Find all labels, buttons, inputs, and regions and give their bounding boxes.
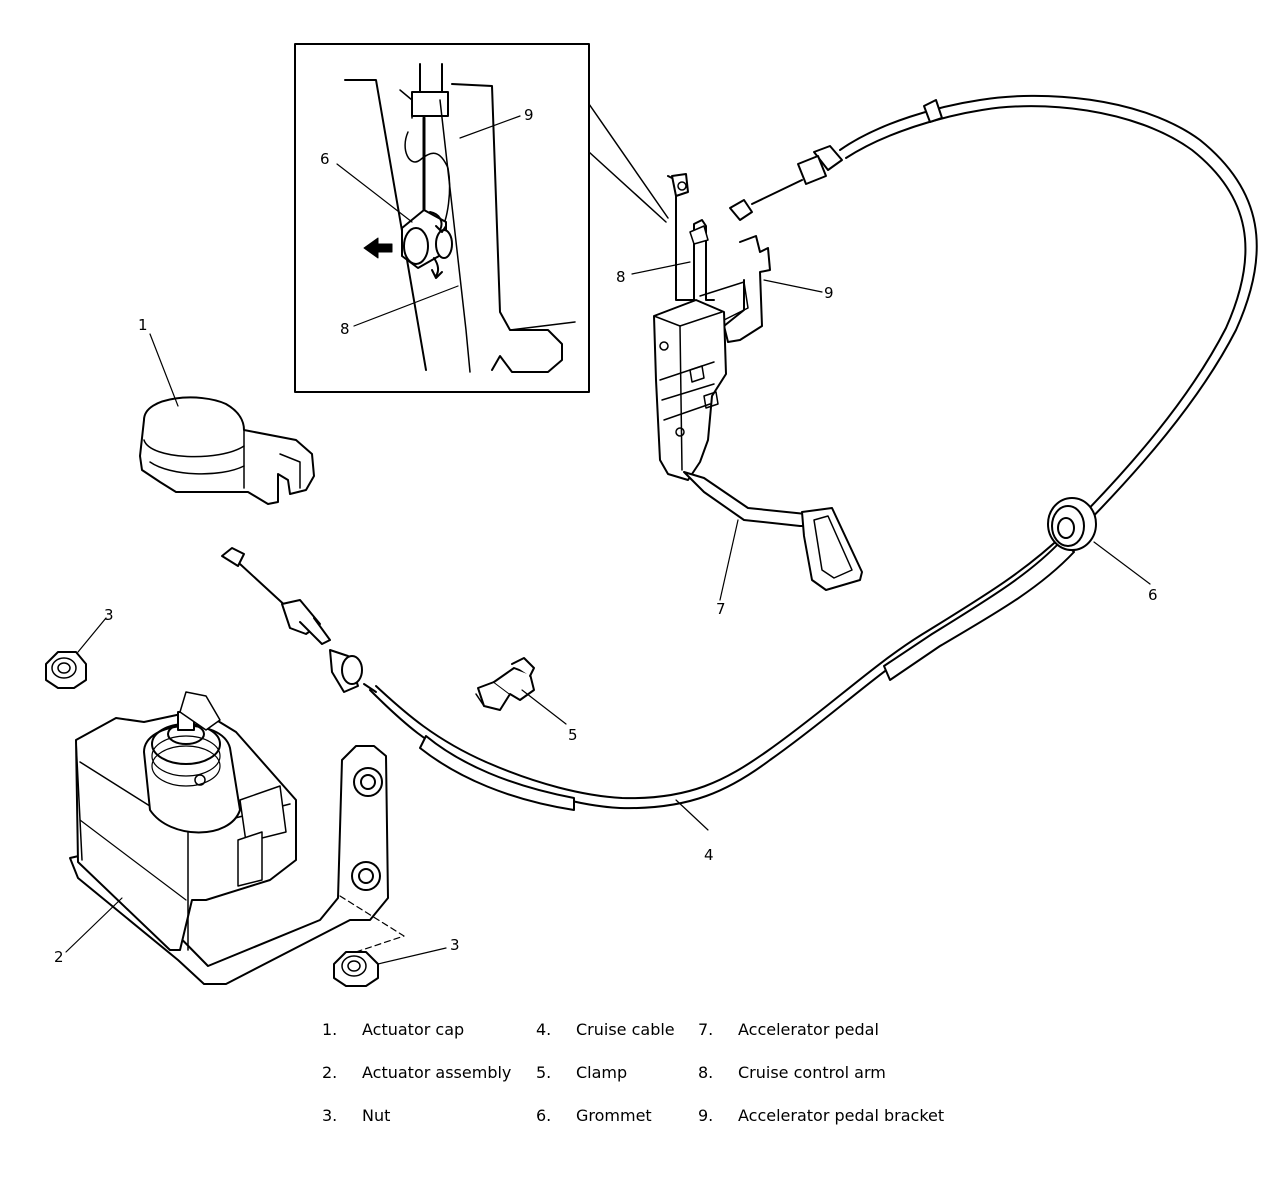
callout-3-right: 3: [450, 936, 460, 954]
legend-label: Accelerator pedal: [738, 1020, 879, 1039]
legend-label: Cruise control arm: [738, 1063, 886, 1082]
legend-number: 1.: [322, 1020, 338, 1039]
parts-legend: 1. Actuator cap 2. Actuator assembly 3. Nut…: [322, 1016, 962, 1146]
legend-item: 2. Actuator assembly: [322, 1063, 511, 1082]
legend-item: 9. Accelerator pedal bracket: [698, 1106, 944, 1125]
legend-item: 6. Grommet: [536, 1106, 652, 1125]
legend-label: Actuator assembly: [362, 1063, 512, 1082]
actuator-assembly: [65, 691, 405, 985]
callout-1: 1: [138, 316, 148, 334]
inset-detail-view: [294, 43, 669, 393]
callout-labels: 1 2 3 3 4 5 6 7 8 9 6 8 9: [54, 106, 1158, 966]
callout-9: 9: [824, 284, 834, 302]
exploded-parts-diagram: 1 2 3 3 4 5 6 7 8 9 6 8 9: [45, 43, 1258, 987]
callout-6: 6: [1148, 586, 1158, 604]
legend-number: 7.: [698, 1020, 714, 1039]
inset-callout-6: 6: [320, 150, 330, 168]
legend-item: 5. Clamp: [536, 1063, 627, 1082]
cruise-cable: [221, 94, 1258, 831]
legend-item: 7. Accelerator pedal: [698, 1020, 879, 1039]
nut-left: [45, 617, 107, 689]
legend-label: Nut: [362, 1106, 391, 1125]
callout-4: 4: [704, 846, 714, 864]
legend-item: 4. Cruise cable: [536, 1020, 675, 1039]
callout-7: 7: [716, 600, 726, 618]
legend-item: 1. Actuator cap: [322, 1020, 464, 1039]
legend-number: 4.: [536, 1020, 552, 1039]
legend-number: 5.: [536, 1063, 552, 1082]
actuator-cap: [139, 333, 315, 505]
accelerator-pedal-assembly: [631, 173, 863, 601]
inset-callout-9: 9: [524, 106, 534, 124]
legend-label: Cruise cable: [576, 1020, 675, 1039]
legend-number: 9.: [698, 1106, 714, 1125]
legend-number: 6.: [536, 1106, 552, 1125]
legend-item: 8. Cruise control arm: [698, 1063, 886, 1082]
callout-5: 5: [568, 726, 578, 744]
legend-label: Grommet: [576, 1106, 652, 1125]
legend-label: Actuator cap: [362, 1020, 465, 1039]
legend-label: Accelerator pedal bracket: [738, 1106, 945, 1125]
legend-item: 3. Nut: [322, 1106, 390, 1125]
grommet: [1047, 497, 1097, 551]
nut-right: [333, 947, 447, 987]
clamp: [475, 657, 567, 725]
callout-3-left: 3: [104, 606, 114, 624]
callout-8: 8: [616, 268, 626, 286]
callout-2: 2: [54, 948, 64, 966]
inset-callout-8: 8: [340, 320, 350, 338]
legend-number: 2.: [322, 1063, 338, 1082]
legend-number: 8.: [698, 1063, 714, 1082]
legend-label: Clamp: [576, 1063, 628, 1082]
legend-number: 3.: [322, 1106, 338, 1125]
